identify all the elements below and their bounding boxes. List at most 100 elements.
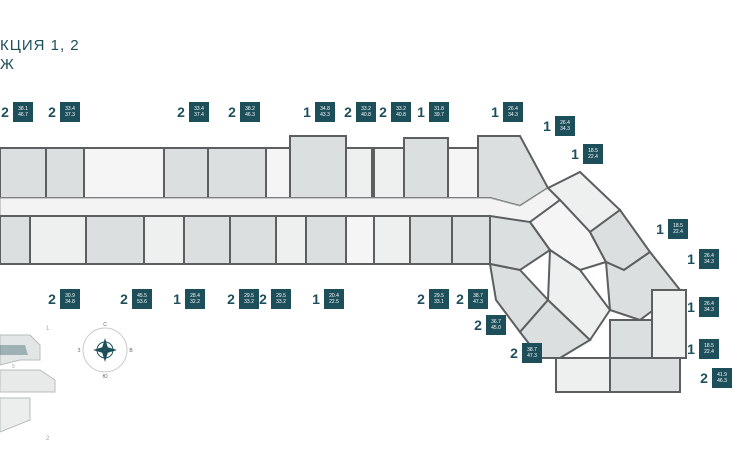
total-area: 46.3 — [717, 378, 727, 384]
apartment-unit[interactable] — [0, 215, 31, 265]
living-area: 26.4 — [704, 253, 714, 259]
room-count: 1 — [656, 221, 664, 237]
living-area: 34.8 — [320, 106, 330, 112]
room-count: 2 — [48, 291, 56, 307]
apartment-unit[interactable] — [163, 147, 209, 199]
room-count: 1 — [491, 104, 499, 120]
title-line-2: Ж — [0, 56, 15, 73]
room-count: 2 — [417, 291, 425, 307]
apartment-unit[interactable] — [373, 215, 411, 265]
apartment-unit[interactable] — [45, 147, 85, 199]
living-area: 38.1 — [18, 106, 28, 112]
living-area: 38.7 — [473, 293, 483, 299]
total-area: 40.8 — [396, 112, 406, 118]
mini-map-label: 2 — [46, 436, 50, 442]
apartment-unit[interactable] — [451, 215, 491, 265]
stair-core — [265, 147, 291, 199]
total-area: 34.8 — [65, 299, 75, 305]
apartment-unit[interactable] — [29, 215, 87, 265]
total-area: 22.5 — [329, 299, 339, 305]
room-count: 1 — [417, 104, 425, 120]
apartment-unit[interactable] — [609, 357, 681, 393]
apartment-unit[interactable] — [403, 137, 449, 199]
apartment-unit[interactable] — [183, 215, 231, 265]
apartment-unit[interactable] — [373, 147, 405, 199]
apartment-unit[interactable] — [409, 215, 453, 265]
living-area: 18.5 — [588, 148, 598, 154]
apartment-unit[interactable] — [207, 147, 267, 199]
apartment-unit[interactable] — [85, 215, 145, 265]
total-area: 47.3 — [473, 299, 483, 305]
total-area: 37.4 — [194, 112, 204, 118]
room-count: 1 — [303, 104, 311, 120]
total-area: 34.3 — [560, 126, 570, 132]
living-area: 45.5 — [137, 293, 147, 299]
living-area: 20.4 — [329, 293, 339, 299]
apartment-unit[interactable] — [555, 357, 611, 393]
apartment-unit[interactable] — [546, 248, 612, 342]
apartment-unit[interactable] — [609, 319, 653, 359]
compass-west: З — [77, 348, 80, 354]
compass-east: В — [129, 348, 133, 354]
apartment-unit[interactable] — [0, 147, 47, 199]
living-area: 18.5 — [673, 223, 683, 229]
room-count: 2 — [177, 104, 185, 120]
living-area: 26.4 — [704, 301, 714, 307]
apartment-unit[interactable] — [229, 215, 277, 265]
living-area: 38.7 — [527, 347, 537, 353]
room-count: 1 — [571, 146, 579, 162]
apartment-unit[interactable] — [345, 147, 373, 199]
apartment-unit[interactable] — [289, 135, 347, 199]
apartment-unit[interactable] — [651, 289, 687, 359]
room-count: 2 — [510, 345, 518, 361]
apartment-unit[interactable] — [275, 215, 307, 265]
apartment-unit[interactable] — [143, 215, 185, 265]
total-area: 22.4 — [673, 229, 683, 235]
living-area: 26.4 — [508, 106, 518, 112]
total-area: 39.7 — [434, 112, 444, 118]
total-area: 53.6 — [137, 299, 147, 305]
total-area: 22.4 — [588, 154, 598, 160]
apartment-unit[interactable] — [305, 215, 347, 265]
living-area: 29.5 — [244, 293, 254, 299]
total-area: 47.3 — [527, 353, 537, 359]
